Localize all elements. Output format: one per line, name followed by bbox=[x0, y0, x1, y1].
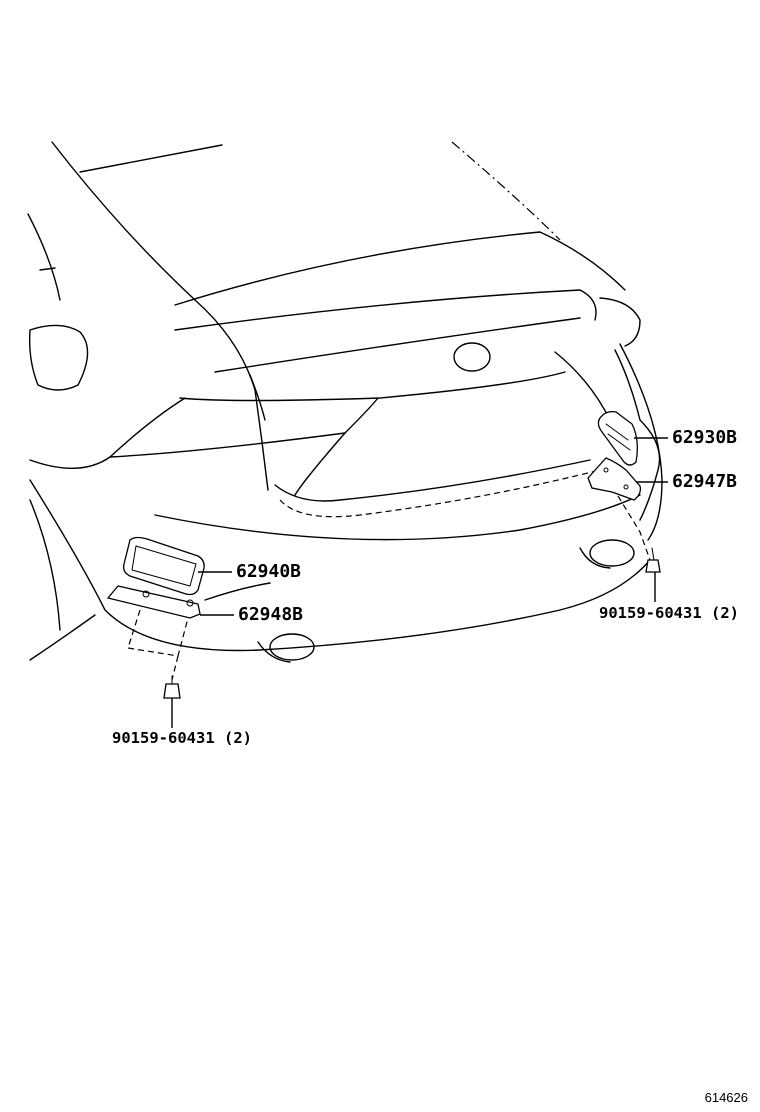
part-label-62948[interactable]: 62948B bbox=[238, 604, 304, 625]
part-label-bolt-right[interactable]: 90159-60431 (2) bbox=[599, 604, 739, 622]
bracket-right[interactable] bbox=[587, 457, 642, 501]
bracket-left[interactable] bbox=[106, 585, 201, 619]
bolt-right-icon bbox=[645, 547, 661, 573]
part-label-62947[interactable]: 62947B bbox=[672, 471, 738, 492]
part-label-62930[interactable]: 62930B bbox=[672, 427, 738, 448]
mount-path-left bbox=[127, 609, 189, 657]
reflector-left[interactable] bbox=[122, 536, 205, 596]
bolt-left-icon bbox=[163, 675, 181, 699]
reflector-right[interactable] bbox=[597, 410, 638, 466]
bolt-path-left bbox=[171, 655, 179, 681]
part-label-62940[interactable]: 62940B bbox=[236, 561, 302, 582]
bolt-path-right bbox=[617, 495, 651, 561]
vehicle-rear-outline bbox=[27, 141, 663, 663]
part-label-bolt-left[interactable]: 90159-60431 (2) bbox=[112, 729, 252, 747]
figure-number: 614626 bbox=[704, 1090, 748, 1105]
